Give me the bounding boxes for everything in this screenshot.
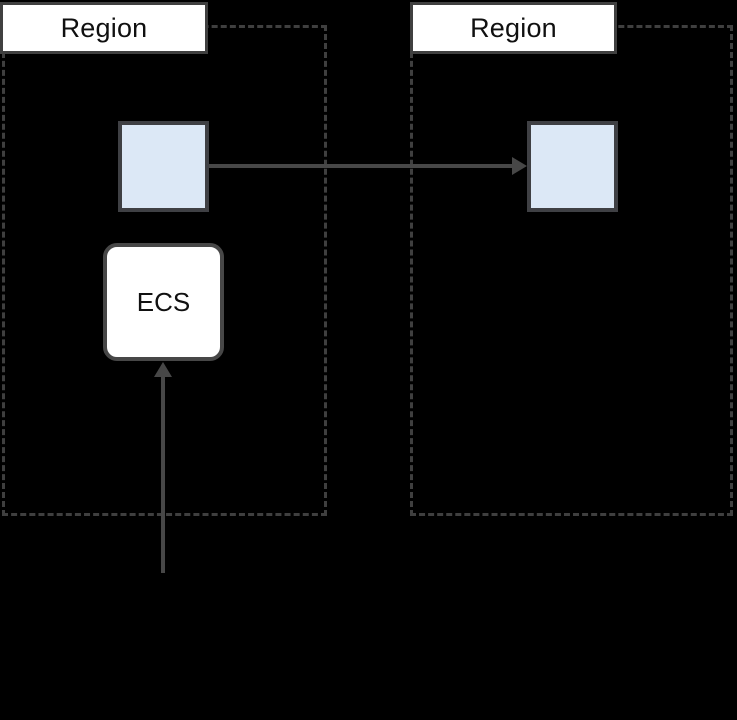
connector-bottom-to-ecs-arrowhead-icon	[154, 362, 172, 377]
connector-left-to-right-arrowhead-icon	[512, 157, 527, 175]
connector-left-to-right-line	[209, 164, 512, 168]
region-title-label-left: Region	[60, 12, 148, 43]
region-title-plate-left: Region	[0, 2, 208, 54]
region-title-plate-right: Region	[410, 2, 617, 54]
connector-bottom-to-ecs-line	[161, 377, 165, 573]
node-ecs-label: ECS	[136, 287, 191, 317]
region-zone-right	[410, 25, 733, 516]
node-ecs[interactable]: ECS	[103, 243, 224, 361]
service-box-right[interactable]	[527, 121, 618, 212]
service-box-left[interactable]	[118, 121, 209, 212]
region-title-label-right: Region	[470, 12, 557, 43]
